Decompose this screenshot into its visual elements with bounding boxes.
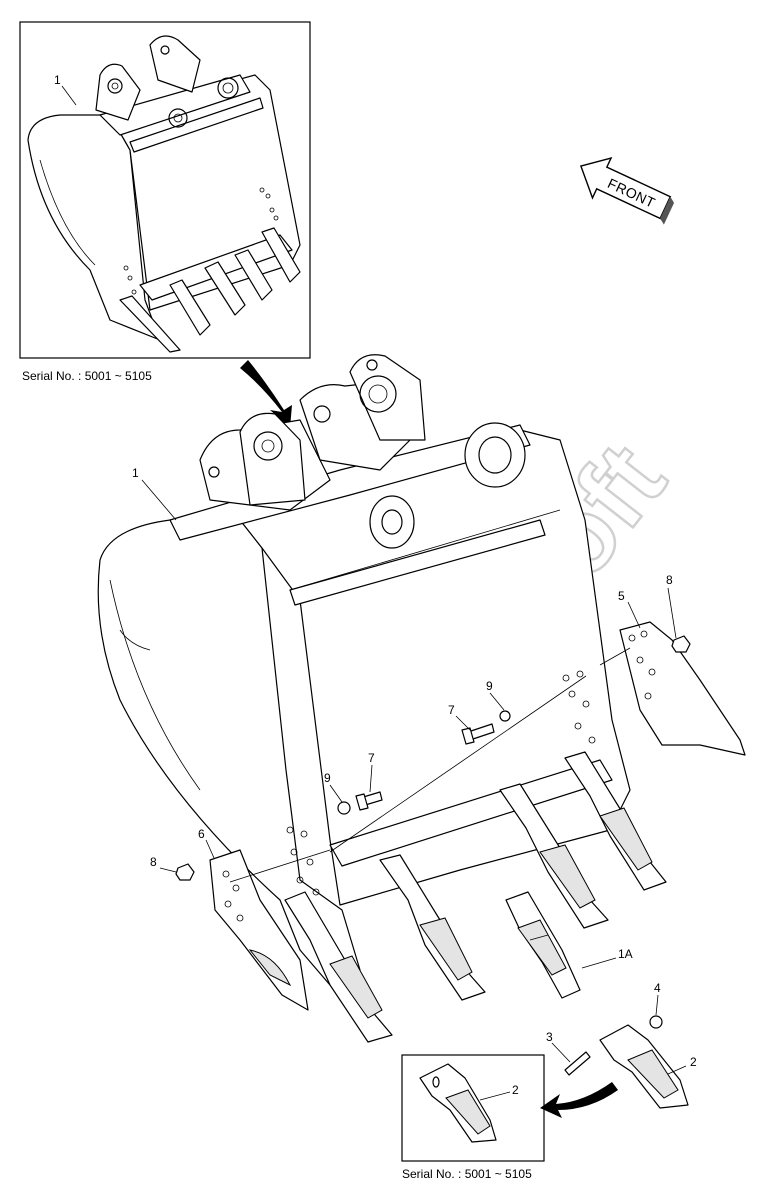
callout-bolt-right: 7 [448,703,455,717]
inset-top-callout-1: 1 [54,73,61,87]
pin-3 [564,1051,591,1076]
side-cutter-left [209,849,309,1011]
callout-washer-right: 9 [486,679,493,693]
callout-lock: 4 [654,981,661,995]
nut-left [175,863,195,881]
inset-bottom-callout-2: 2 [512,1083,519,1097]
main-bucket-drawing [97,354,746,1109]
inset-bottom-pointer-arrow [540,1082,618,1118]
callout-side-cutter-right: 5 [618,589,625,603]
callout-tooth-point: 2 [690,1055,697,1069]
bolt-right [461,723,495,745]
callout-pin: 3 [546,1030,553,1044]
inset-bottom: 2 [401,1054,545,1162]
callout-nut-right: 8 [666,573,673,587]
callout-side-cutter-left: 6 [198,827,205,841]
callout-bucket: 1 [132,466,139,480]
front-direction-arrow: FRONT [579,156,675,225]
leader-lines [141,479,687,1075]
inset-bucket-drawing [27,35,301,353]
callout-nut-left: 8 [150,855,157,869]
inset-bottom-serial: Serial No. : 5001 ~ 5105 [402,1167,532,1181]
bolt-left [355,791,383,811]
inset-top: 1 [19,21,311,359]
lock-4 [649,1015,663,1029]
callout-tooth-assembly: 1A [618,947,633,961]
washer-right [499,710,511,722]
callout-washer-left: 9 [324,771,331,785]
washer-left [337,801,351,815]
nut-right [671,635,691,653]
main-teeth [284,751,667,1043]
callout-bolt-left: 7 [368,751,375,765]
inset-top-serial: Serial No. : 5001 ~ 5105 [22,369,152,383]
inset-top-pointer-arrow [240,360,292,428]
inset-bottom-tooth [419,1063,497,1143]
tooth-point-2 [599,1024,689,1109]
tooth-assembly-1a [505,891,581,999]
side-cutter-right [619,621,746,756]
